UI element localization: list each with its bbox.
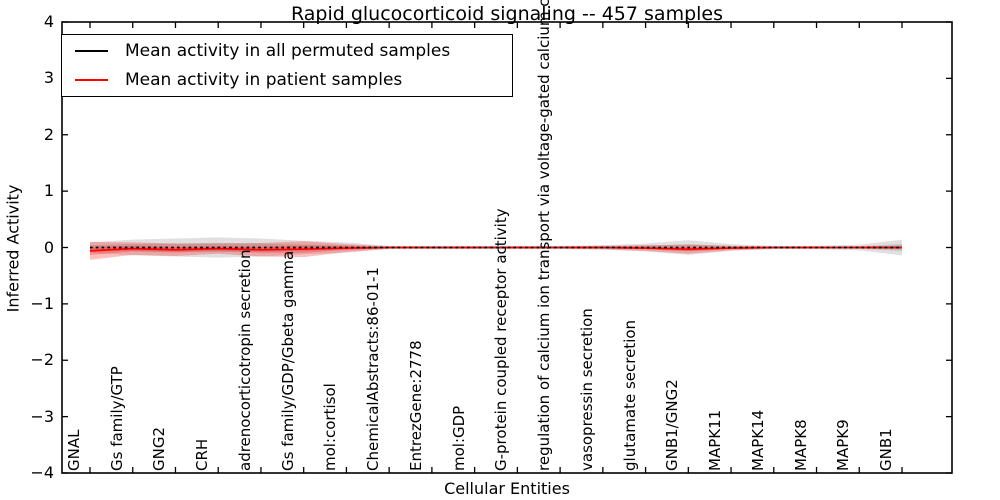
y-tick-label: 3 xyxy=(43,68,54,88)
y-tick-label: −3 xyxy=(30,406,54,426)
x-tick-label: G-protein coupled receptor activity xyxy=(492,208,511,471)
x-tick-label: adrenocorticotropin secretion xyxy=(235,249,254,471)
legend-entry-patient: Mean activity in patient samples xyxy=(62,66,512,94)
x-tick-label: glutamate secretion xyxy=(620,319,639,471)
legend-label: Mean activity in patient samples xyxy=(125,70,403,91)
y-tick-label: −4 xyxy=(30,463,54,482)
legend-line-sample xyxy=(75,79,108,82)
x-tick-label: GNAL xyxy=(65,429,83,471)
legend-label: Mean activity in all permuted samples xyxy=(125,40,451,61)
x-tick-label: EntrezGene:2778 xyxy=(406,340,425,471)
x-tick-label: MAPK9 xyxy=(834,419,853,471)
x-tick-label: CRH xyxy=(193,438,212,471)
y-tick-label: 0 xyxy=(43,237,54,257)
y-tick-label: 1 xyxy=(43,181,54,201)
y-tick-label: −2 xyxy=(30,350,54,370)
band-patient-outer xyxy=(90,241,902,260)
legend-entry-permuted: Mean activity in all permuted samples xyxy=(62,37,512,65)
y-tick-label: −1 xyxy=(30,293,54,313)
x-axis-label: Cellular Entities xyxy=(444,479,570,498)
x-tick-label: GNG2 xyxy=(150,426,169,471)
x-tick-label: MAPK8 xyxy=(791,419,810,471)
x-tick-label: ChemicalAbstracts:86-01-1 xyxy=(364,267,383,471)
chart-title: Rapid glucocorticoid signaling -- 457 sa… xyxy=(290,3,724,25)
x-tick-label: vasopressin secretion xyxy=(577,308,596,471)
x-tick-label: mol:cortisol xyxy=(321,383,340,471)
x-tick-label: MAPK14 xyxy=(748,409,767,471)
x-tick-label: regulation of calcium ion transport via … xyxy=(535,0,554,471)
x-tick-label: MAPK11 xyxy=(706,409,725,471)
legend-line-sample xyxy=(75,49,108,52)
x-tick-label: mol:GDP xyxy=(449,405,468,471)
x-tick-label: GNB1 xyxy=(877,428,895,471)
x-tick-label: GNB1/GNG2 xyxy=(663,379,682,471)
y-tick-label: 4 xyxy=(43,12,54,31)
y-tick-label: 2 xyxy=(43,124,54,144)
x-tick-label: Gs family/GDP/Gbeta gamma xyxy=(278,250,297,471)
x-tick-label: Gs family/GTP xyxy=(107,366,126,471)
